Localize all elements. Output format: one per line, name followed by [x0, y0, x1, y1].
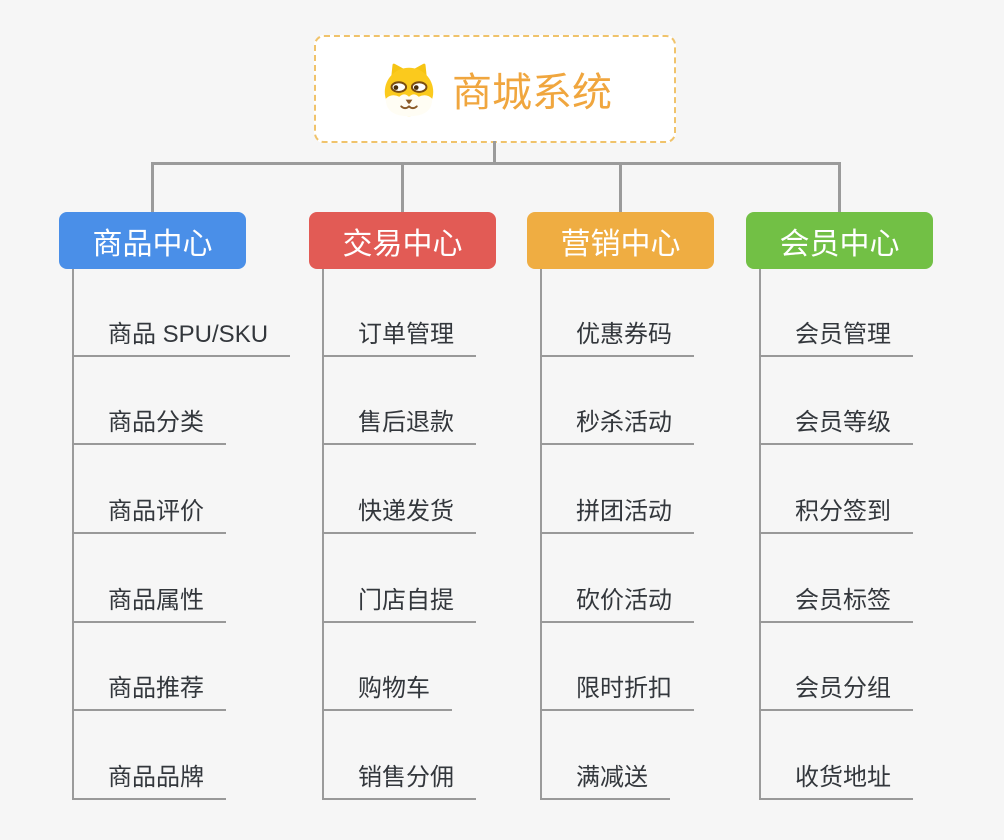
topic-product-attr[interactable]: 商品属性	[72, 584, 226, 623]
topic-sales-commission[interactable]: 销售分佣	[322, 761, 476, 800]
topic-order-management[interactable]: 订单管理	[322, 318, 476, 357]
branch-label: 营销中心	[560, 227, 681, 261]
connector-drop-marketing	[619, 162, 622, 214]
connector-root-drop	[493, 141, 496, 164]
topic-member-group[interactable]: 会员分组	[759, 672, 913, 711]
connector-bus	[151, 162, 841, 165]
branch-marketing-center[interactable]: 营销中心	[527, 212, 714, 269]
topic-member-tag[interactable]: 会员标签	[759, 584, 913, 623]
topic-group-buy[interactable]: 拼团活动	[540, 495, 694, 534]
topic-full-reduction[interactable]: 满减送	[540, 761, 670, 800]
branch-member-center[interactable]: 会员中心	[746, 212, 933, 269]
topic-flash-sale[interactable]: 秒杀活动	[540, 406, 694, 445]
branch-label: 交易中心	[342, 227, 463, 261]
connector-drop-product	[151, 162, 154, 214]
topic-member-level[interactable]: 会员等级	[759, 406, 913, 445]
topic-product-recommend[interactable]: 商品推荐	[72, 672, 226, 711]
branch-label: 会员中心	[779, 227, 900, 261]
topic-shopping-cart[interactable]: 购物车	[322, 672, 452, 711]
topic-product-brand[interactable]: 商品品牌	[72, 761, 226, 800]
branch-trade-center[interactable]: 交易中心	[309, 212, 496, 269]
topic-express-shipping[interactable]: 快递发货	[322, 495, 476, 534]
topic-product-spu-sku[interactable]: 商品 SPU/SKU	[72, 318, 291, 357]
shiba-dog-face-icon	[384, 63, 434, 117]
root-topic-label: 商城系统	[452, 71, 612, 115]
root-topic[interactable]: 商城系统	[314, 35, 676, 143]
topic-store-pickup[interactable]: 门店自提	[322, 584, 476, 623]
topic-coupon-code[interactable]: 优惠券码	[540, 318, 694, 357]
topic-aftersale-refund[interactable]: 售后退款	[322, 406, 476, 445]
topic-time-discount[interactable]: 限时折扣	[540, 672, 694, 711]
topic-bargain[interactable]: 砍价活动	[540, 584, 694, 623]
topic-product-review[interactable]: 商品评价	[72, 495, 226, 534]
topic-shipping-address[interactable]: 收货地址	[759, 761, 913, 800]
topic-product-category[interactable]: 商品分类	[72, 406, 226, 445]
topic-points-checkin[interactable]: 积分签到	[759, 495, 913, 534]
branch-label: 商品中心	[92, 227, 213, 261]
topic-member-management[interactable]: 会员管理	[759, 318, 913, 357]
branch-product-center[interactable]: 商品中心	[59, 212, 246, 269]
connector-drop-trade	[401, 162, 404, 214]
connector-drop-member	[838, 162, 841, 214]
